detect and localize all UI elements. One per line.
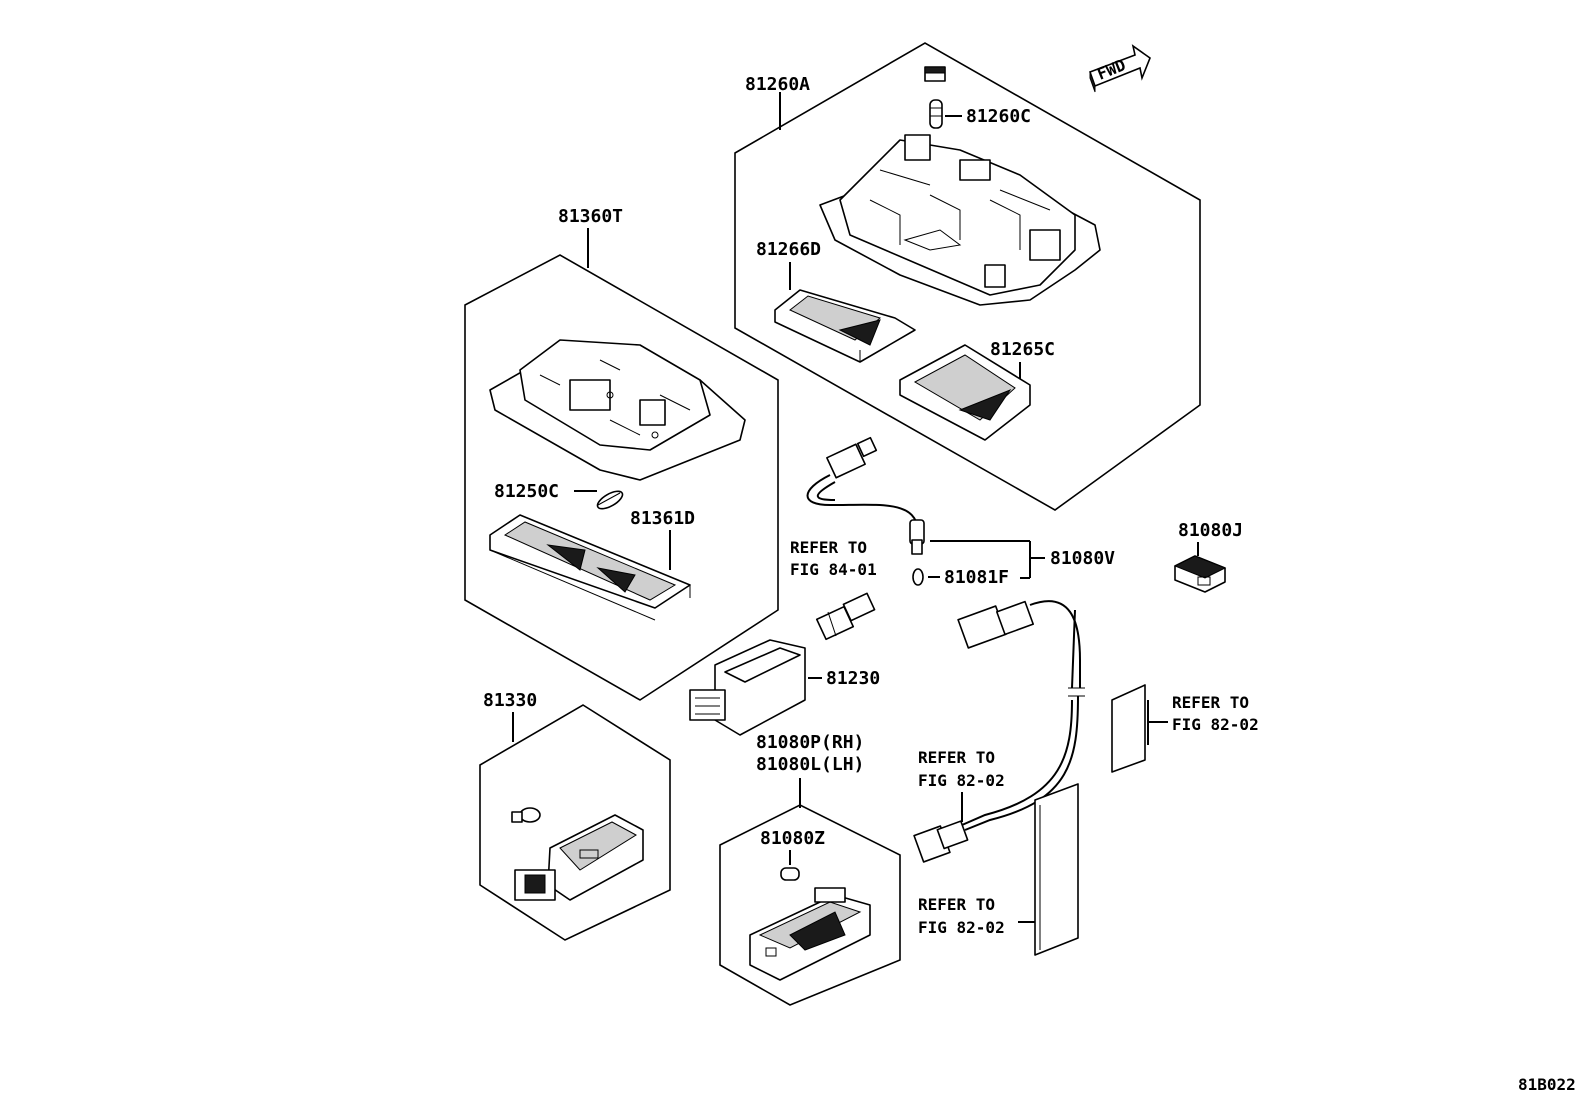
lamp-81230-part[interactable] [689,639,806,736]
group-81080P: 81080Z [719,804,901,1006]
part-81080J[interactable] [1173,555,1227,593]
label-81080P[interactable]: 81080P(RH) [756,732,864,753]
bulb-81080Z-part[interactable] [780,867,800,881]
label-81080J[interactable]: 81080J [1178,520,1243,541]
label-81360T[interactable]: 81360T [558,206,623,227]
label-81230[interactable]: 81230 [826,668,880,689]
label-81250C[interactable]: 81250C [494,481,559,502]
fwd-arrow-icon: FWD [1088,44,1151,93]
label-81266D[interactable]: 81266D [756,239,821,260]
label-81330[interactable]: 81330 [483,690,537,711]
console-housing-part[interactable] [819,134,1101,306]
lens-81265C-part[interactable] [899,344,1031,441]
bulb-81330-part[interactable] [511,807,541,823]
label-81260A[interactable]: 81260A [745,74,810,95]
label-81361D[interactable]: 81361D [630,508,695,529]
group-81260A: 81260A 81260C 81266D [734,42,1201,511]
bulb-81081F-part[interactable] [912,568,924,586]
group-81080P-outline [719,804,901,1006]
wire-harness-part[interactable] [913,600,1085,863]
label-81265C[interactable]: 81265C [990,339,1055,360]
wire-sub-81080V-part[interactable] [806,436,925,555]
label-81080V[interactable]: 81080V [1050,548,1115,569]
refer-8202-mid-line2: FIG 82-02 [918,771,1005,790]
label-81080L[interactable]: 81080L(LH) [756,754,864,775]
group-81360T-outline [464,254,779,701]
group-81360T: 81360T 81250C 81361D [464,206,779,701]
lamp-81330-part[interactable] [514,814,644,901]
figure-code: 81B022 [1518,1075,1576,1094]
refer-8202-low-line2: FIG 82-02 [918,918,1005,937]
refer-8401-line1: REFER TO [790,538,867,557]
group-81080V: 81081F 81080V [806,436,1115,588]
label-81080Z[interactable]: 81080Z [760,828,825,849]
refer-8401-line2: FIG 84-01 [790,560,877,579]
lens-81361D-part[interactable] [489,514,691,621]
label-81081F[interactable]: 81081F [944,567,1009,588]
bulb-81250C-part[interactable] [595,488,625,512]
pad-8202-right-part[interactable] [1111,684,1146,773]
group-81330: 81330 [479,690,671,941]
group-81330-outline [479,704,671,941]
label-81260C[interactable]: 81260C [966,106,1031,127]
strip-8202-low-part[interactable] [1034,783,1079,956]
refer-8202-right-line2: FIG 82-02 [1172,715,1259,734]
lens-81266D-part[interactable] [774,289,916,363]
refer-8202-mid-line1: REFER TO [918,748,995,767]
map-lamp-housing-part[interactable] [489,339,746,481]
bulb-81260C-part[interactable] [924,66,946,129]
refer-8202-right-line1: REFER TO [1172,693,1249,712]
group-81260A-outline [734,42,1201,511]
refer-8202-low-line1: REFER TO [918,895,995,914]
switch-8401-part[interactable] [815,592,876,641]
lamp-81080P-part[interactable] [749,887,871,981]
